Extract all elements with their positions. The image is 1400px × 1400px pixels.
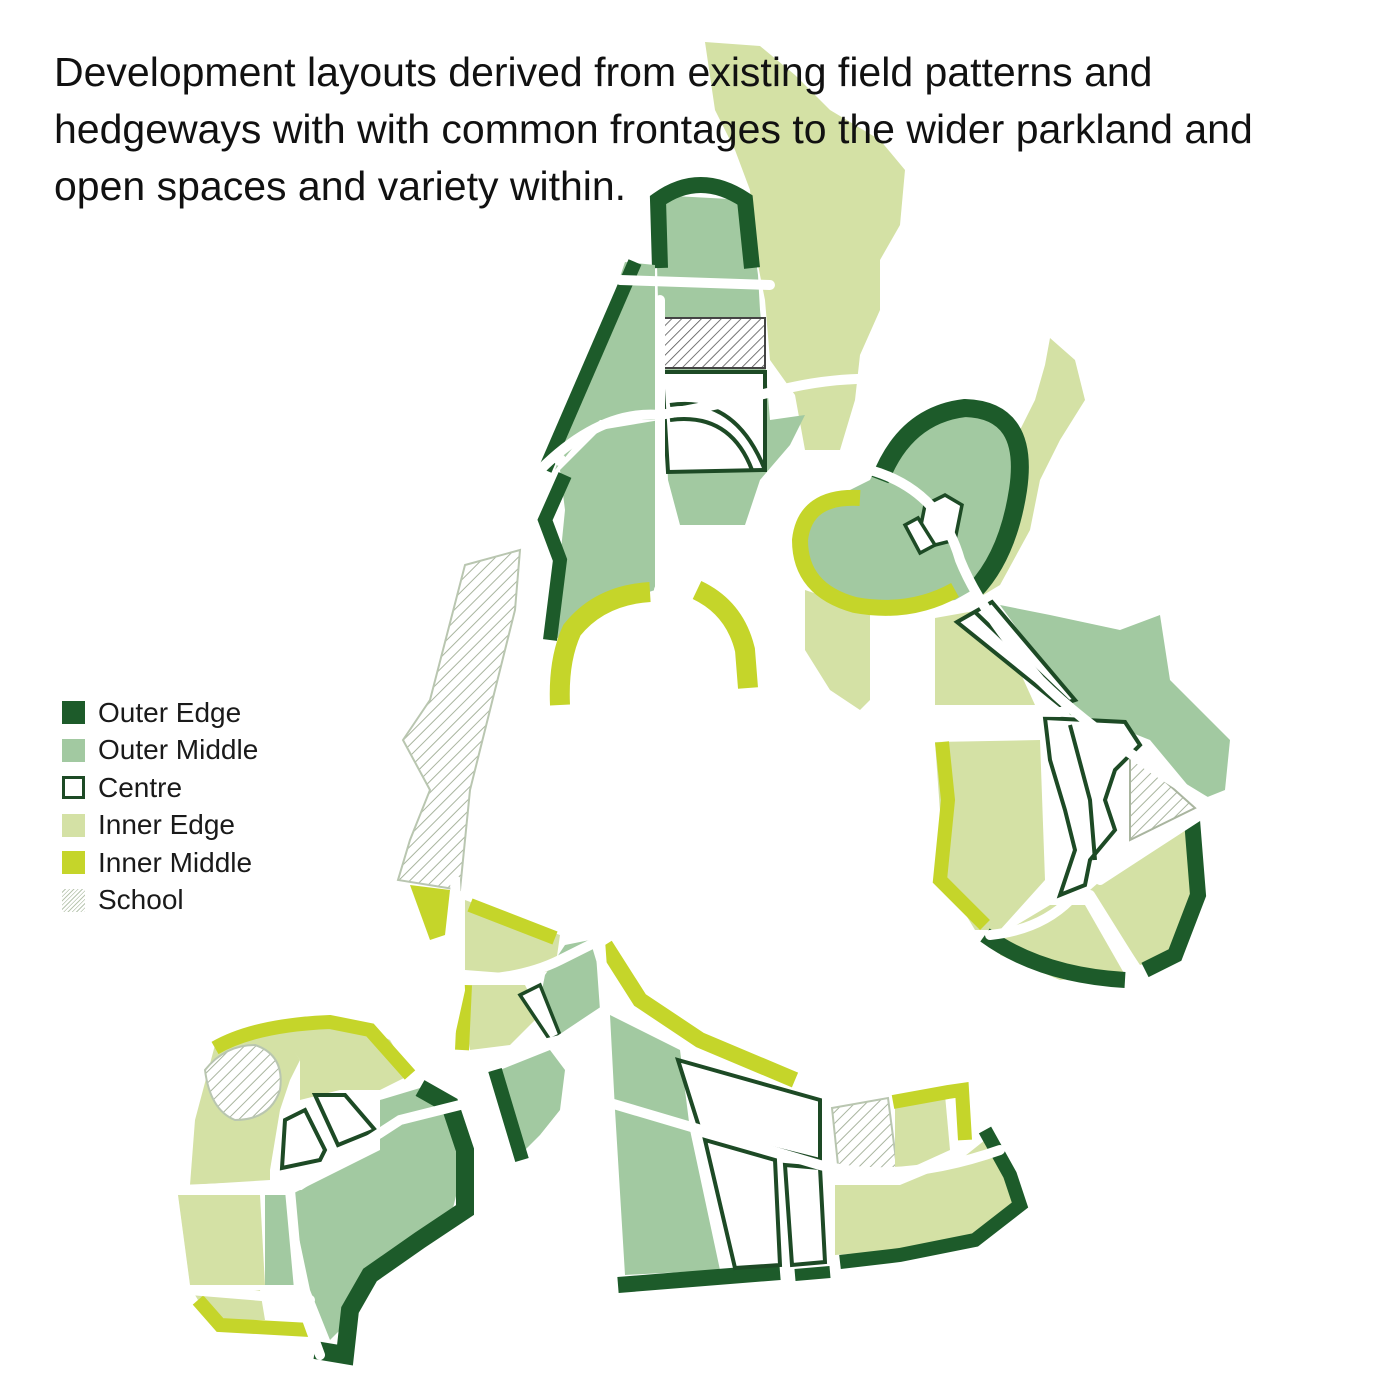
inner-edge-parcel bbox=[805, 590, 870, 710]
outer-edge-parcel bbox=[871, 398, 1029, 597]
legend-item-centre: Centre bbox=[62, 769, 258, 807]
outer-edge-parcel bbox=[649, 177, 760, 269]
outer-edge-parcel bbox=[538, 259, 642, 473]
legend-label: Inner Middle bbox=[98, 846, 253, 878]
inner-middle-swatch bbox=[62, 851, 85, 875]
map-legend: Outer Edge Outer Middle Centre Inner Edg… bbox=[62, 694, 258, 919]
centre-block bbox=[659, 370, 767, 475]
inner-edge-parcel bbox=[935, 740, 1045, 930]
inner-edge-parcel bbox=[705, 42, 905, 450]
outer-middle-parcel bbox=[500, 1050, 565, 1150]
outer-middle-swatch bbox=[62, 738, 85, 762]
legend-item-outer-edge: Outer Edge bbox=[62, 694, 258, 732]
legend-label: Outer Edge bbox=[98, 696, 242, 728]
inner-edge-parcel bbox=[178, 1195, 265, 1285]
south-centre-cluster bbox=[410, 885, 1029, 1293]
centre-block bbox=[669, 401, 767, 471]
inner-edge-parcel bbox=[935, 610, 1035, 705]
inner-edge-swatch bbox=[62, 813, 85, 837]
centre-swatch bbox=[62, 776, 85, 800]
outer-edge-parcel bbox=[794, 1266, 831, 1281]
street-network bbox=[175, 275, 1225, 1360]
inner-edge-parcel bbox=[835, 1140, 1015, 1255]
outer-edge-parcel bbox=[488, 1067, 529, 1163]
centre-block bbox=[902, 515, 938, 556]
inner-middle-parcel bbox=[410, 885, 450, 940]
legend-item-inner-middle: Inner Middle bbox=[62, 844, 258, 882]
inner-middle-parcel bbox=[791, 489, 959, 616]
inner-edge-parcel bbox=[460, 985, 540, 1050]
school-swatch bbox=[62, 888, 85, 912]
inner-middle-parcel bbox=[692, 580, 758, 689]
legend-item-outer-middle: Outer Middle bbox=[62, 732, 258, 770]
outer-edge-parcel bbox=[1141, 819, 1207, 978]
legend-item-school: School bbox=[62, 882, 258, 920]
street-junctions bbox=[554, 454, 666, 596]
legend-label: Outer Middle bbox=[98, 734, 259, 766]
outer-edge-parcel bbox=[537, 472, 572, 641]
school-parcel bbox=[830, 1096, 900, 1177]
school-parcel bbox=[203, 1043, 282, 1122]
inner-middle-parcel bbox=[467, 898, 558, 945]
centre-block bbox=[279, 1107, 328, 1171]
south-west-cluster bbox=[178, 1014, 474, 1366]
outer-middle-parcel bbox=[610, 1015, 720, 1275]
inner-middle-parcel bbox=[891, 1081, 972, 1141]
centre-block bbox=[311, 1093, 379, 1148]
legend-item-inner-edge: Inner Edge bbox=[62, 807, 258, 845]
outer-edge-parcel bbox=[617, 1264, 781, 1293]
centre-block bbox=[782, 1162, 828, 1268]
outer-edge-parcel bbox=[313, 1080, 474, 1366]
outer-middle-parcel bbox=[290, 1085, 460, 1340]
inner-middle-parcel bbox=[455, 984, 472, 1051]
outer-edge-parcel bbox=[980, 928, 1126, 988]
legend-label: School bbox=[98, 884, 184, 916]
school-parcel bbox=[396, 548, 522, 892]
school-parcel bbox=[659, 317, 766, 369]
inner-middle-parcel bbox=[549, 582, 651, 706]
inner-edge-parcel bbox=[895, 1095, 950, 1175]
inner-middle-parcel bbox=[932, 741, 990, 930]
legend-label: Centre bbox=[98, 771, 183, 803]
outer-edge-swatch bbox=[62, 701, 85, 725]
outer-middle-parcel bbox=[1000, 605, 1230, 800]
centre-block bbox=[702, 1137, 783, 1271]
inner-middle-parcel bbox=[211, 1014, 416, 1080]
inner-middle-parcel bbox=[598, 940, 799, 1088]
map-caption: Development layouts derived from existin… bbox=[54, 49, 1253, 209]
legend-label: Inner Edge bbox=[98, 809, 235, 841]
outer-edge-parcel bbox=[839, 1126, 1029, 1269]
inner-middle-parcel bbox=[192, 1295, 311, 1337]
centre-block bbox=[1068, 724, 1097, 861]
